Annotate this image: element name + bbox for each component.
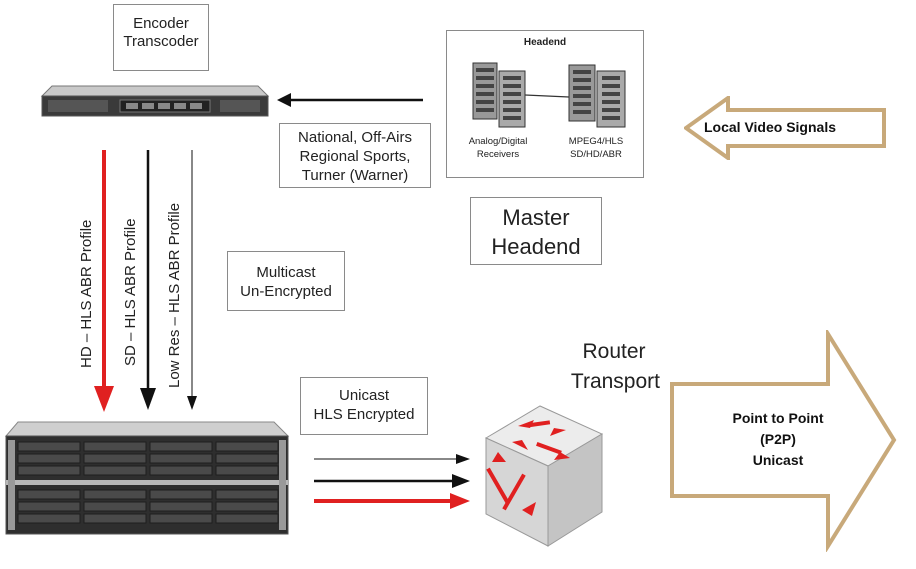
p2p-label: Point to Point (P2P) Unicast	[708, 408, 848, 471]
sd-profile-label: SD – HLS ABR Profile	[122, 218, 139, 366]
multicast-line2: Un-Encrypted	[240, 283, 332, 300]
channels-line2: Regional Sports,	[299, 148, 411, 165]
local-signals-arrow	[684, 96, 886, 160]
profile-arrows	[94, 150, 197, 412]
unicast-arrows	[314, 454, 470, 509]
mpeg-servers-icon	[568, 64, 626, 128]
hd-profile-label: HD – HLS ABR Profile	[78, 219, 95, 368]
streaming-server-rack	[4, 421, 290, 535]
lowres-profile-label: Low Res – HLS ABR Profile	[166, 202, 183, 388]
mpeg-line1: MPEG4/HLS	[568, 136, 624, 147]
channel-sources-label: National, Off-Airs Regional Sports, Turn…	[279, 123, 431, 188]
router-cube-icon	[484, 405, 604, 547]
headend-panel: Headend Analog/Dig	[446, 30, 644, 178]
multicast-line1: Multicast	[256, 264, 316, 281]
p2p-line3: Unicast	[752, 452, 804, 468]
encoder-label-line1: Encoder	[133, 15, 189, 32]
p2p-line1: Point to Point	[732, 410, 824, 426]
link-line	[525, 94, 569, 98]
receivers-line1: Analog/Digital	[468, 136, 528, 147]
master-line2: Headend	[491, 234, 581, 259]
p2p-arrow	[670, 330, 897, 552]
channels-line3: Turner (Warner)	[301, 167, 409, 184]
channels-line1: National, Off-Airs	[298, 129, 412, 146]
mpeg-label: MPEG4/HLS SD/HD/ABR	[551, 135, 641, 161]
master-line1: Master	[502, 205, 570, 230]
encoder-transcoder-label: Encoder Transcoder	[113, 4, 209, 71]
unicast-label: Unicast HLS Encrypted	[300, 377, 428, 435]
encoder-server	[40, 85, 270, 117]
mpeg-line2: SD/HD/ABR	[570, 149, 622, 160]
router-line1: Router	[582, 340, 646, 363]
router-transport-label: Router Transport	[550, 337, 660, 397]
headend-title: Headend	[523, 37, 567, 48]
receivers-line2: Receivers	[476, 149, 520, 160]
multicast-label: Multicast Un-Encrypted	[227, 251, 345, 311]
p2p-line2: (P2P)	[760, 431, 796, 447]
router-line2: Transport	[570, 370, 660, 393]
master-headend-label: Master Headend	[470, 197, 602, 265]
receivers-label: Analog/Digital Receivers	[453, 135, 543, 161]
unicast-line1: Unicast	[338, 387, 390, 404]
headend-to-encoder-arrow	[277, 93, 423, 107]
receiver-servers-icon	[472, 62, 526, 128]
local-signals-label: Local Video Signals	[704, 119, 837, 135]
unicast-line2: HLS Encrypted	[313, 406, 415, 423]
encoder-label-line2: Transcoder	[123, 33, 199, 50]
